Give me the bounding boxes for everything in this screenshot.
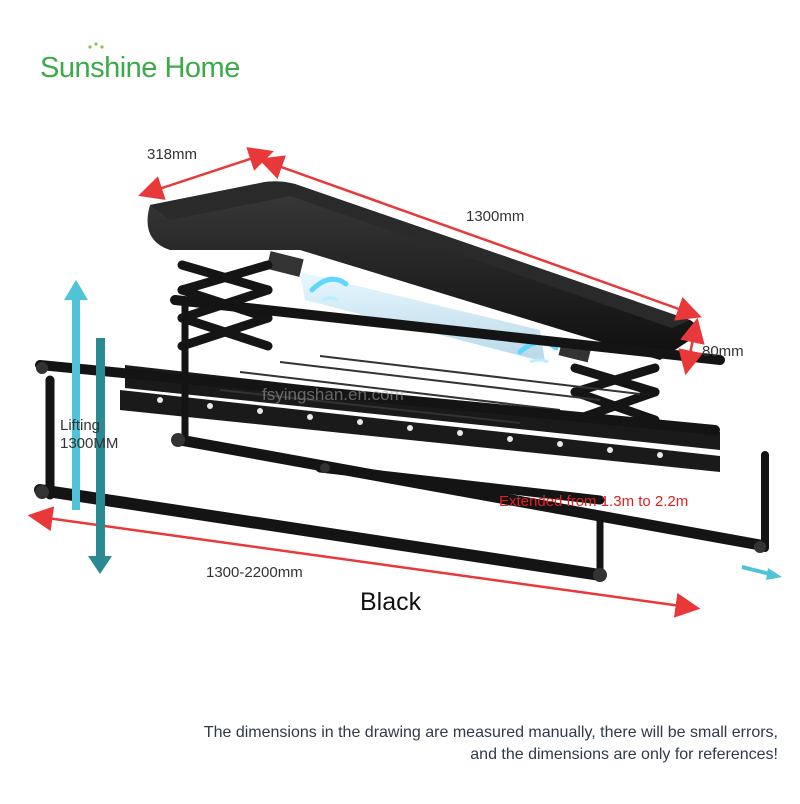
height-arrow xyxy=(678,317,705,376)
product-color-label: Black xyxy=(360,588,422,616)
length-arrow xyxy=(258,155,702,321)
watermark: fsyingshan.en.com xyxy=(262,385,404,404)
scissor-arm-right xyxy=(570,363,660,425)
extension-arrow-icon xyxy=(741,565,782,580)
brand-logo: Sunshine Home xyxy=(40,52,240,84)
lifting-arrows xyxy=(64,280,112,574)
extension-note: Extended from 1.3m to 2.2m xyxy=(499,493,689,510)
height-label: 80mm xyxy=(702,343,744,360)
dimension-arrows xyxy=(27,147,705,618)
extended-length-arrow xyxy=(27,506,701,618)
disclaimer-line1: The dimensions in the drawing are measur… xyxy=(203,724,778,741)
depth-arrow xyxy=(138,147,274,200)
lifting-label-line1: Lifting xyxy=(60,417,101,434)
extended-length-label: 1300-2200mm xyxy=(206,564,303,581)
lifting-label: Lifting 1300MM xyxy=(60,417,118,453)
depth-label: 318mm xyxy=(147,146,198,163)
disclaimer-line2: and the dimensions are only for referenc… xyxy=(470,746,778,763)
length-label: 1300mm xyxy=(466,208,525,225)
lifting-label-line2: 1300MM xyxy=(60,435,119,452)
leaf-dots-icon xyxy=(88,42,104,49)
